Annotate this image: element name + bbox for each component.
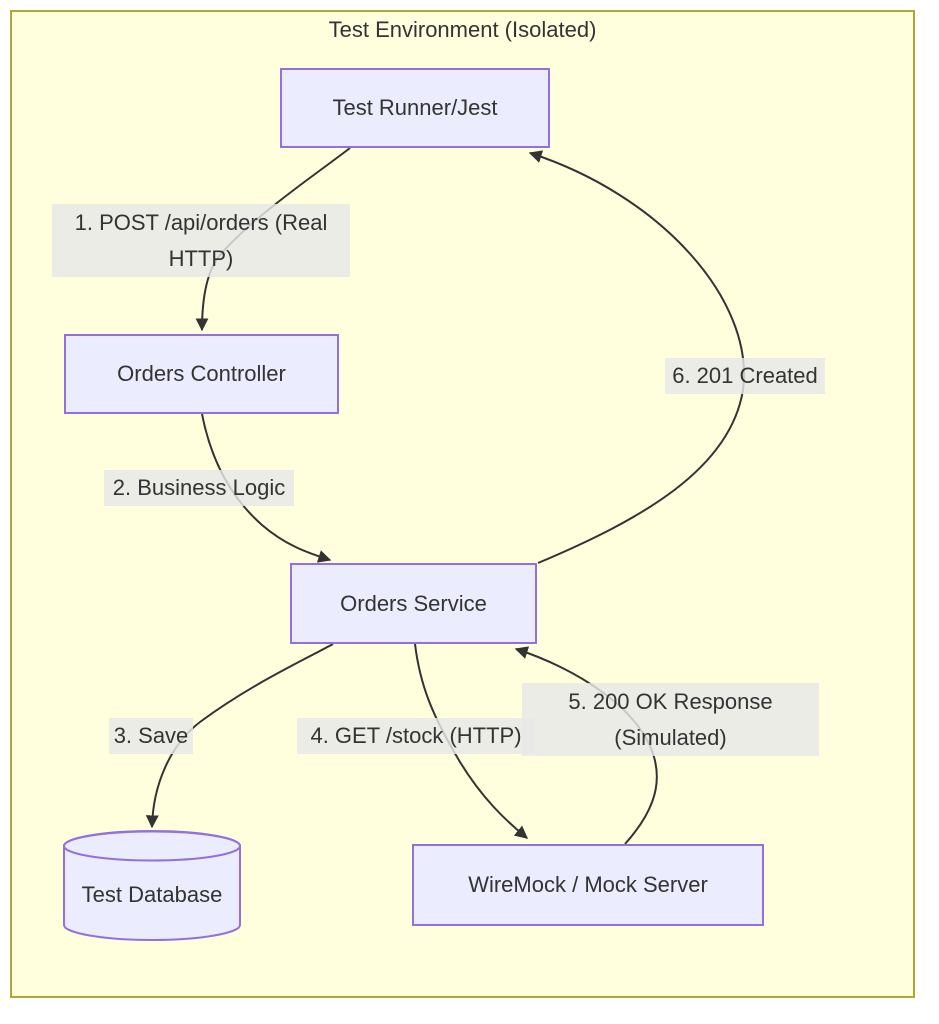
edge-label-get-stock: 4. GET /stock (HTTP): [297, 718, 535, 754]
edge-service-to-database: [145, 643, 334, 829]
database-cylinder-top: [63, 830, 241, 862]
edge-service-to-wiremock: [414, 643, 529, 839]
node-orders-service-label: Orders Service: [340, 590, 487, 616]
node-wiremock: WireMock / Mock Server: [412, 844, 764, 926]
node-orders-controller: Orders Controller: [64, 334, 339, 414]
node-orders-controller-label: Orders Controller: [117, 361, 286, 386]
edge-label-business-logic: 2. Business Logic: [104, 470, 294, 506]
node-test-database: Test Database: [62, 829, 242, 942]
node-test-database-label: Test Database: [81, 882, 223, 907]
edge-label-200-ok-response: 5. 200 OK Response (Simulated): [522, 683, 819, 756]
edge-controller-to-service: [201, 413, 332, 563]
edge-label-post-api-orders: 1. POST /api/orders (Real HTTP): [52, 204, 350, 277]
node-wiremock-label: WireMock / Mock Server: [468, 872, 708, 897]
subgraph-title: Test Environment (Isolated): [328, 17, 597, 42]
edge-label-201-created: 6. 201 Created: [665, 358, 825, 394]
node-test-runner-label: Test Runner/Jest: [332, 95, 498, 120]
node-test-runner: Test Runner/Jest: [280, 68, 550, 148]
edge-label-save: 3. Save: [109, 718, 193, 754]
node-orders-service: Orders Service: [290, 563, 537, 644]
